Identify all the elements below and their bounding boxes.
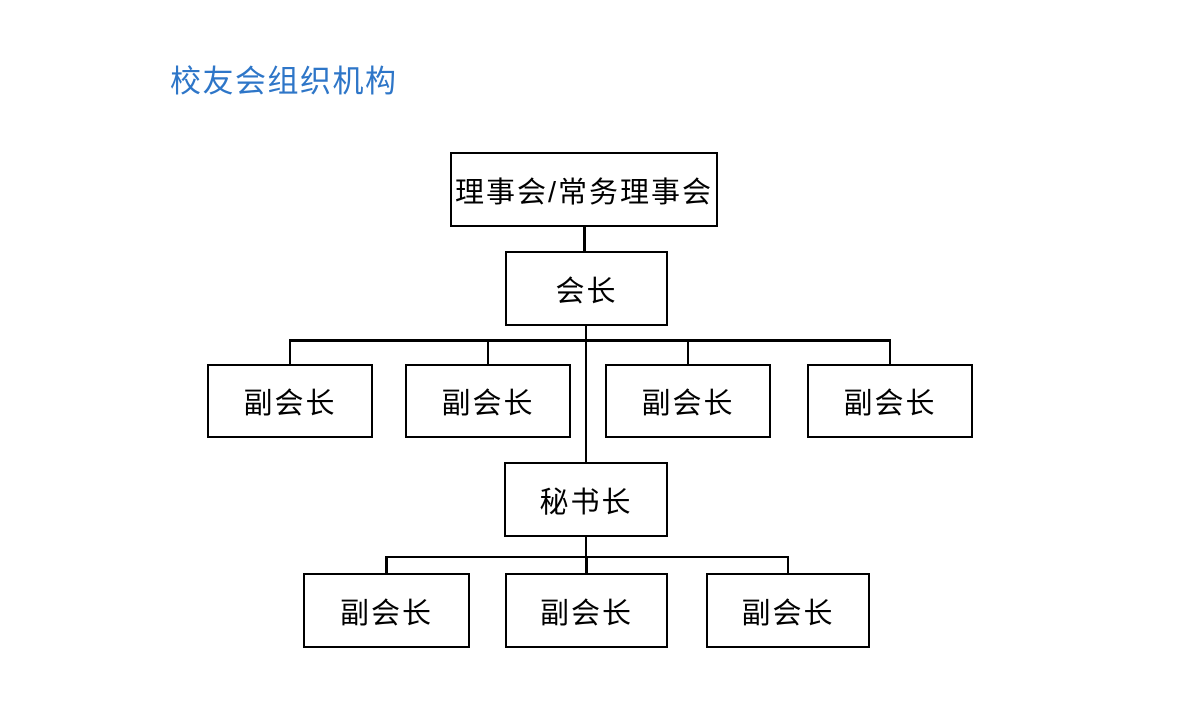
connector-drop-vice-president-3 [686, 339, 690, 367]
org-node-label: 副会长 [741, 597, 835, 630]
org-node-label: 副会长 [339, 597, 433, 630]
connector-drop-deputy-2 [585, 555, 588, 576]
org-node-label: 秘书长 [539, 486, 633, 519]
org-node-president: 会长 [505, 251, 668, 326]
org-node-vice-president-4: 副会长 [807, 364, 973, 438]
org-node-label: 副会长 [641, 388, 735, 420]
connector-secretary-to-bus [584, 534, 588, 558]
org-node-board: 理事会/常务理事会 [450, 152, 718, 227]
org-node-deputy-2: 副会长 [505, 573, 668, 648]
connector-drop-deputy-1 [385, 555, 388, 576]
org-node-label: 会长 [555, 275, 618, 308]
connector-board-to-president [583, 224, 586, 254]
connector-president-to-secretary [584, 323, 588, 465]
org-node-vice-president-1: 副会长 [207, 364, 373, 438]
org-node-label: 副会长 [539, 597, 633, 630]
connector-drop-vice-president-4 [888, 339, 892, 367]
org-node-vice-president-3: 副会长 [605, 364, 771, 438]
connector-drop-vice-president-1 [288, 339, 292, 367]
org-node-label: 副会长 [843, 388, 937, 420]
page-title: 校友会组织机构 [170, 64, 398, 100]
org-node-label: 副会长 [243, 388, 337, 420]
org-node-secretary-general: 秘书长 [504, 462, 668, 537]
connector-drop-deputy-3 [786, 555, 790, 576]
org-node-label: 理事会/常务理事会 [454, 176, 714, 209]
org-node-deputy-1: 副会长 [303, 573, 470, 648]
org-node-label: 副会长 [441, 388, 535, 420]
connector-bus-vice-presidents [288, 339, 892, 342]
org-node-deputy-3: 副会长 [706, 573, 870, 648]
connector-drop-vice-president-2 [486, 339, 490, 367]
org-node-vice-president-2: 副会长 [405, 364, 571, 438]
